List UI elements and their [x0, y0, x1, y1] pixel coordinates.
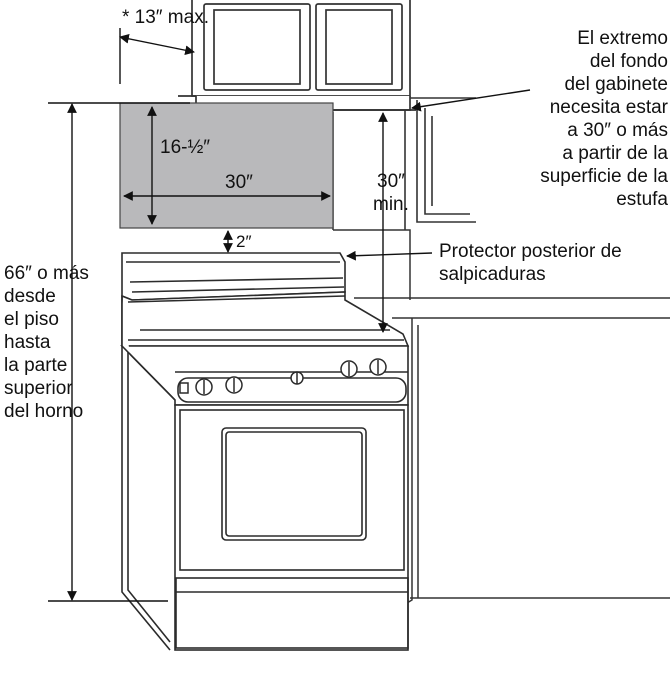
- dimension-lines: [48, 28, 531, 602]
- backsplash-label-line: Protector posterior de: [439, 241, 622, 262]
- min-clearance-label: 30″ min.: [373, 170, 409, 216]
- cabinet-back-note-line: del gabinete: [564, 74, 668, 95]
- backsplash-label: Protector posterior de salpicaduras: [439, 240, 622, 286]
- floor-height-line: el piso: [4, 309, 59, 330]
- range-knobs: [179, 358, 387, 396]
- cabinet-back-note-line: necesita estar: [549, 97, 668, 118]
- floor-height-label: 66″ o más desde el piso hasta la parte s…: [4, 262, 89, 423]
- wall-cabinet: [178, 0, 416, 111]
- right-wall: [332, 112, 670, 613]
- min-clearance-value: 30″: [377, 171, 405, 192]
- cabinet-back-note-line: estufa: [616, 189, 668, 210]
- cabinet-back-note-line: a 30″ o más: [567, 120, 668, 141]
- floor-height-line: hasta: [4, 332, 51, 353]
- cabinet-depth-label: * 13″ max.: [122, 7, 209, 28]
- cabinet-back-note-line: a partir de la: [562, 143, 668, 164]
- wall-width-label: 30″: [225, 172, 253, 193]
- floor-height-line: desde: [4, 286, 56, 307]
- floor-height-line: superior: [4, 378, 73, 399]
- cabinet-back-note-line: superficie de la: [540, 166, 668, 187]
- backsplash-label-line: salpicaduras: [439, 264, 546, 285]
- side-upper-cabinet: [404, 97, 476, 230]
- cabinet-back-note: El extremo del fondo del gabinete necesi…: [498, 27, 668, 211]
- floor-height-line: la parte: [4, 355, 68, 376]
- range-body: [120, 252, 410, 651]
- floor-height-line: del horno: [4, 401, 84, 422]
- wall-height-label: 16-½″: [160, 137, 211, 158]
- min-clearance-unit: min.: [373, 194, 409, 215]
- cabinet-back-note-line: del fondo: [589, 51, 668, 72]
- cabinet-back-note-line: El extremo: [577, 28, 668, 49]
- floor-height-line: 66″ o más: [4, 263, 89, 284]
- gap-label: 2″: [236, 232, 252, 251]
